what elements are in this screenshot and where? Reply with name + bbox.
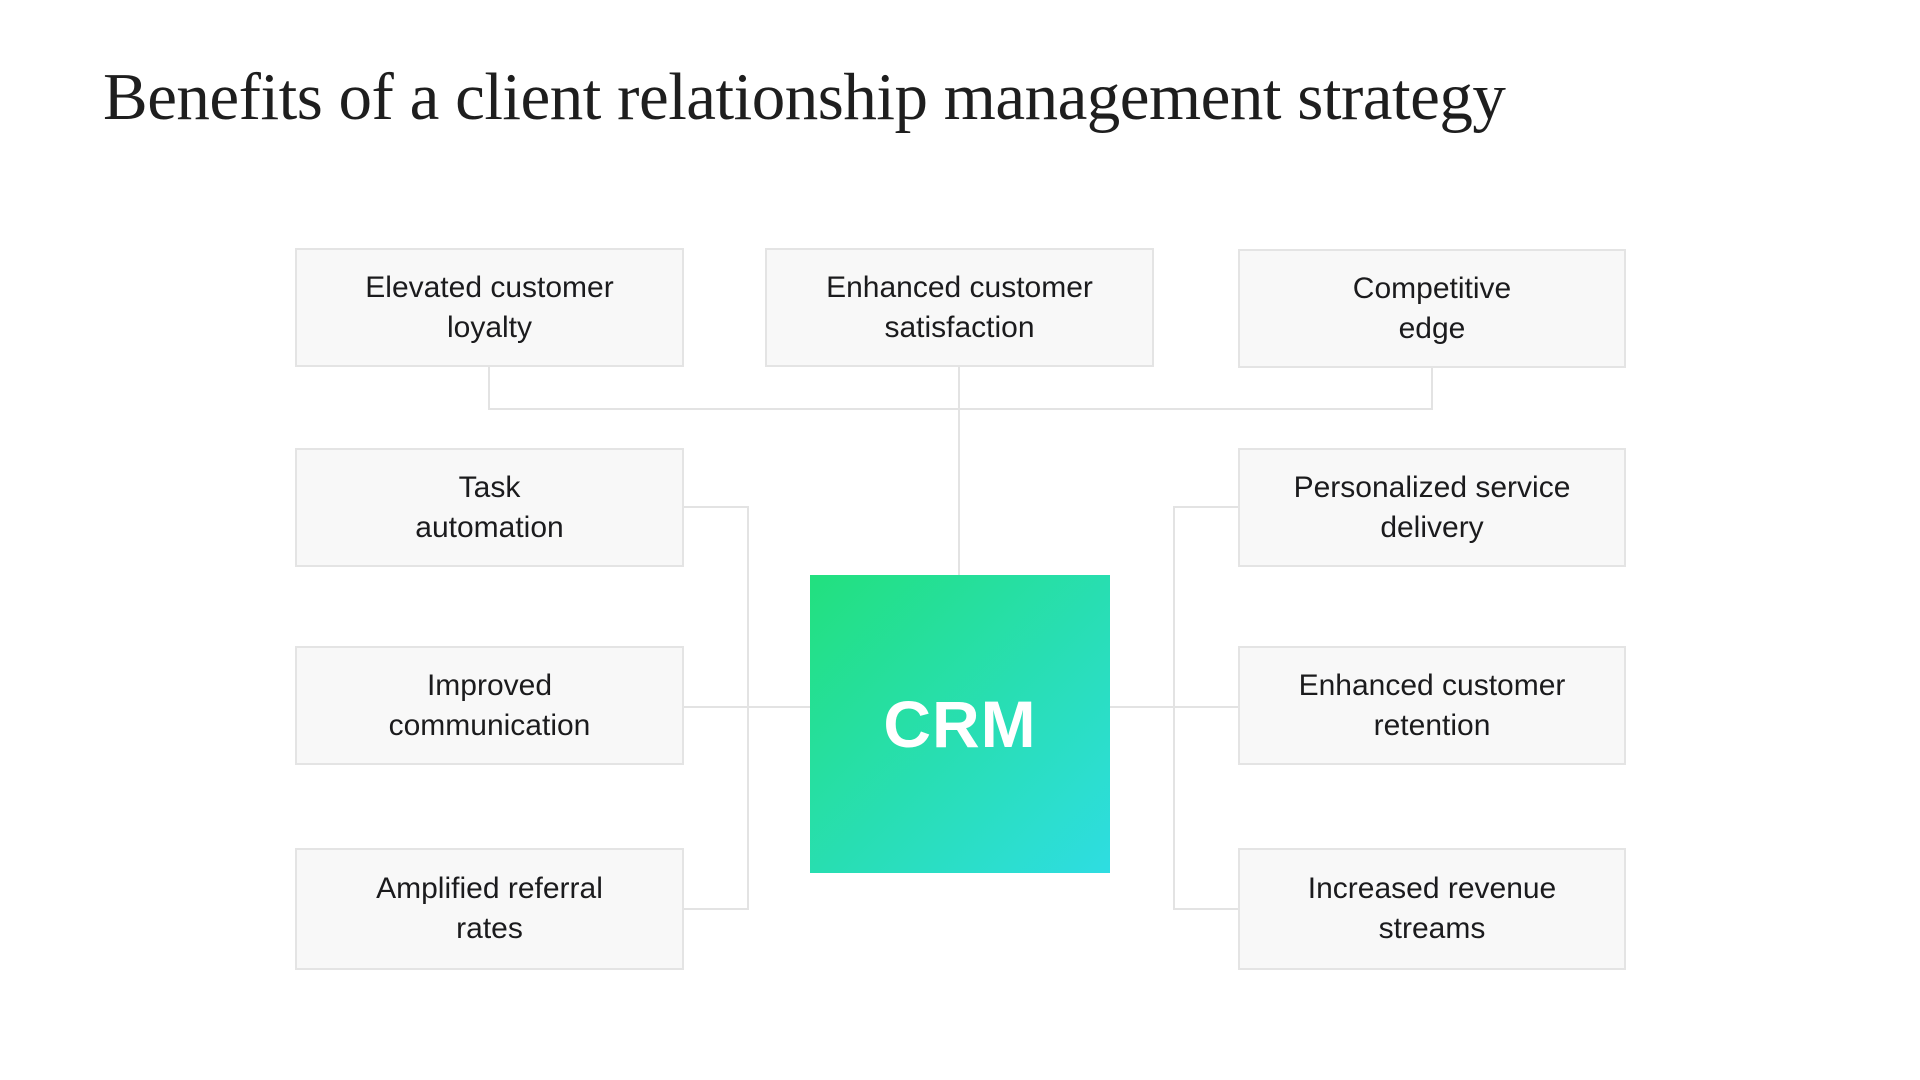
benefit-box-enhanced-customer-satisfaction: Enhanced customer satisfaction	[765, 248, 1154, 367]
page-title: Benefits of a client relationship manage…	[103, 60, 1506, 134]
benefit-label-line: delivery	[1380, 510, 1484, 544]
connector-top-bus	[488, 408, 1433, 410]
benefit-label-line: loyalty	[446, 310, 533, 344]
connector-left-trunk	[747, 507, 749, 909]
benefit-box-personalized-service-delivery: Personalized service delivery	[1238, 448, 1626, 567]
benefit-label-line: Enhanced customer	[826, 270, 1093, 304]
benefit-label-line: Enhanced customer	[1298, 668, 1566, 702]
benefit-label-line: Increased revenue	[1307, 872, 1557, 905]
crm-label: CRM	[883, 687, 1037, 761]
benefit-label-line: Personalized service	[1293, 470, 1571, 504]
connector-right-trunk	[1173, 507, 1175, 909]
benefit-box-improved-communication: Improved communication	[295, 646, 684, 765]
connector-stub-competitive-edge	[1431, 368, 1433, 409]
connector-left-elbow-bottom	[684, 908, 749, 910]
connector-right-mid-to-crm	[1110, 706, 1238, 708]
benefit-label-line: retention	[1373, 708, 1491, 742]
benefit-box-elevated-customer-loyalty: Elevated customer loyalty	[295, 248, 684, 367]
connector-right-elbow-top	[1173, 506, 1238, 508]
benefit-box-competitive-edge: Competitive edge	[1238, 249, 1626, 368]
benefit-box-task-automation: Task automation	[295, 448, 684, 567]
benefit-box-enhanced-customer-retention: Enhanced customer retention	[1238, 646, 1626, 765]
benefit-label-line: edge	[1398, 311, 1466, 345]
benefit-label-line: satisfaction	[884, 310, 1035, 344]
connector-right-elbow-bottom	[1173, 908, 1238, 910]
crm-center-node: CRM	[810, 575, 1110, 873]
benefit-label-line: Task	[458, 470, 521, 504]
benefit-label-line: streams	[1378, 912, 1486, 945]
benefit-box-increased-revenue-streams: Increased revenue streams	[1238, 848, 1626, 970]
benefit-label-line: Competitive	[1352, 271, 1512, 305]
benefit-label-line: Amplified referral	[376, 872, 603, 905]
benefit-box-amplified-referral-rates: Amplified referral rates	[295, 848, 684, 970]
benefit-label-line: communication	[388, 708, 591, 742]
benefit-label-line: Elevated customer	[365, 270, 614, 304]
benefit-label-line: Improved	[426, 668, 553, 702]
connector-left-elbow-top	[684, 506, 749, 508]
connector-stub-elevated-loyalty	[488, 367, 490, 409]
connector-left-mid-to-crm	[684, 706, 810, 708]
benefit-label-line: automation	[415, 510, 564, 544]
connector-stub-satisfaction-to-crm	[958, 367, 960, 575]
benefit-label-line: rates	[456, 912, 523, 945]
